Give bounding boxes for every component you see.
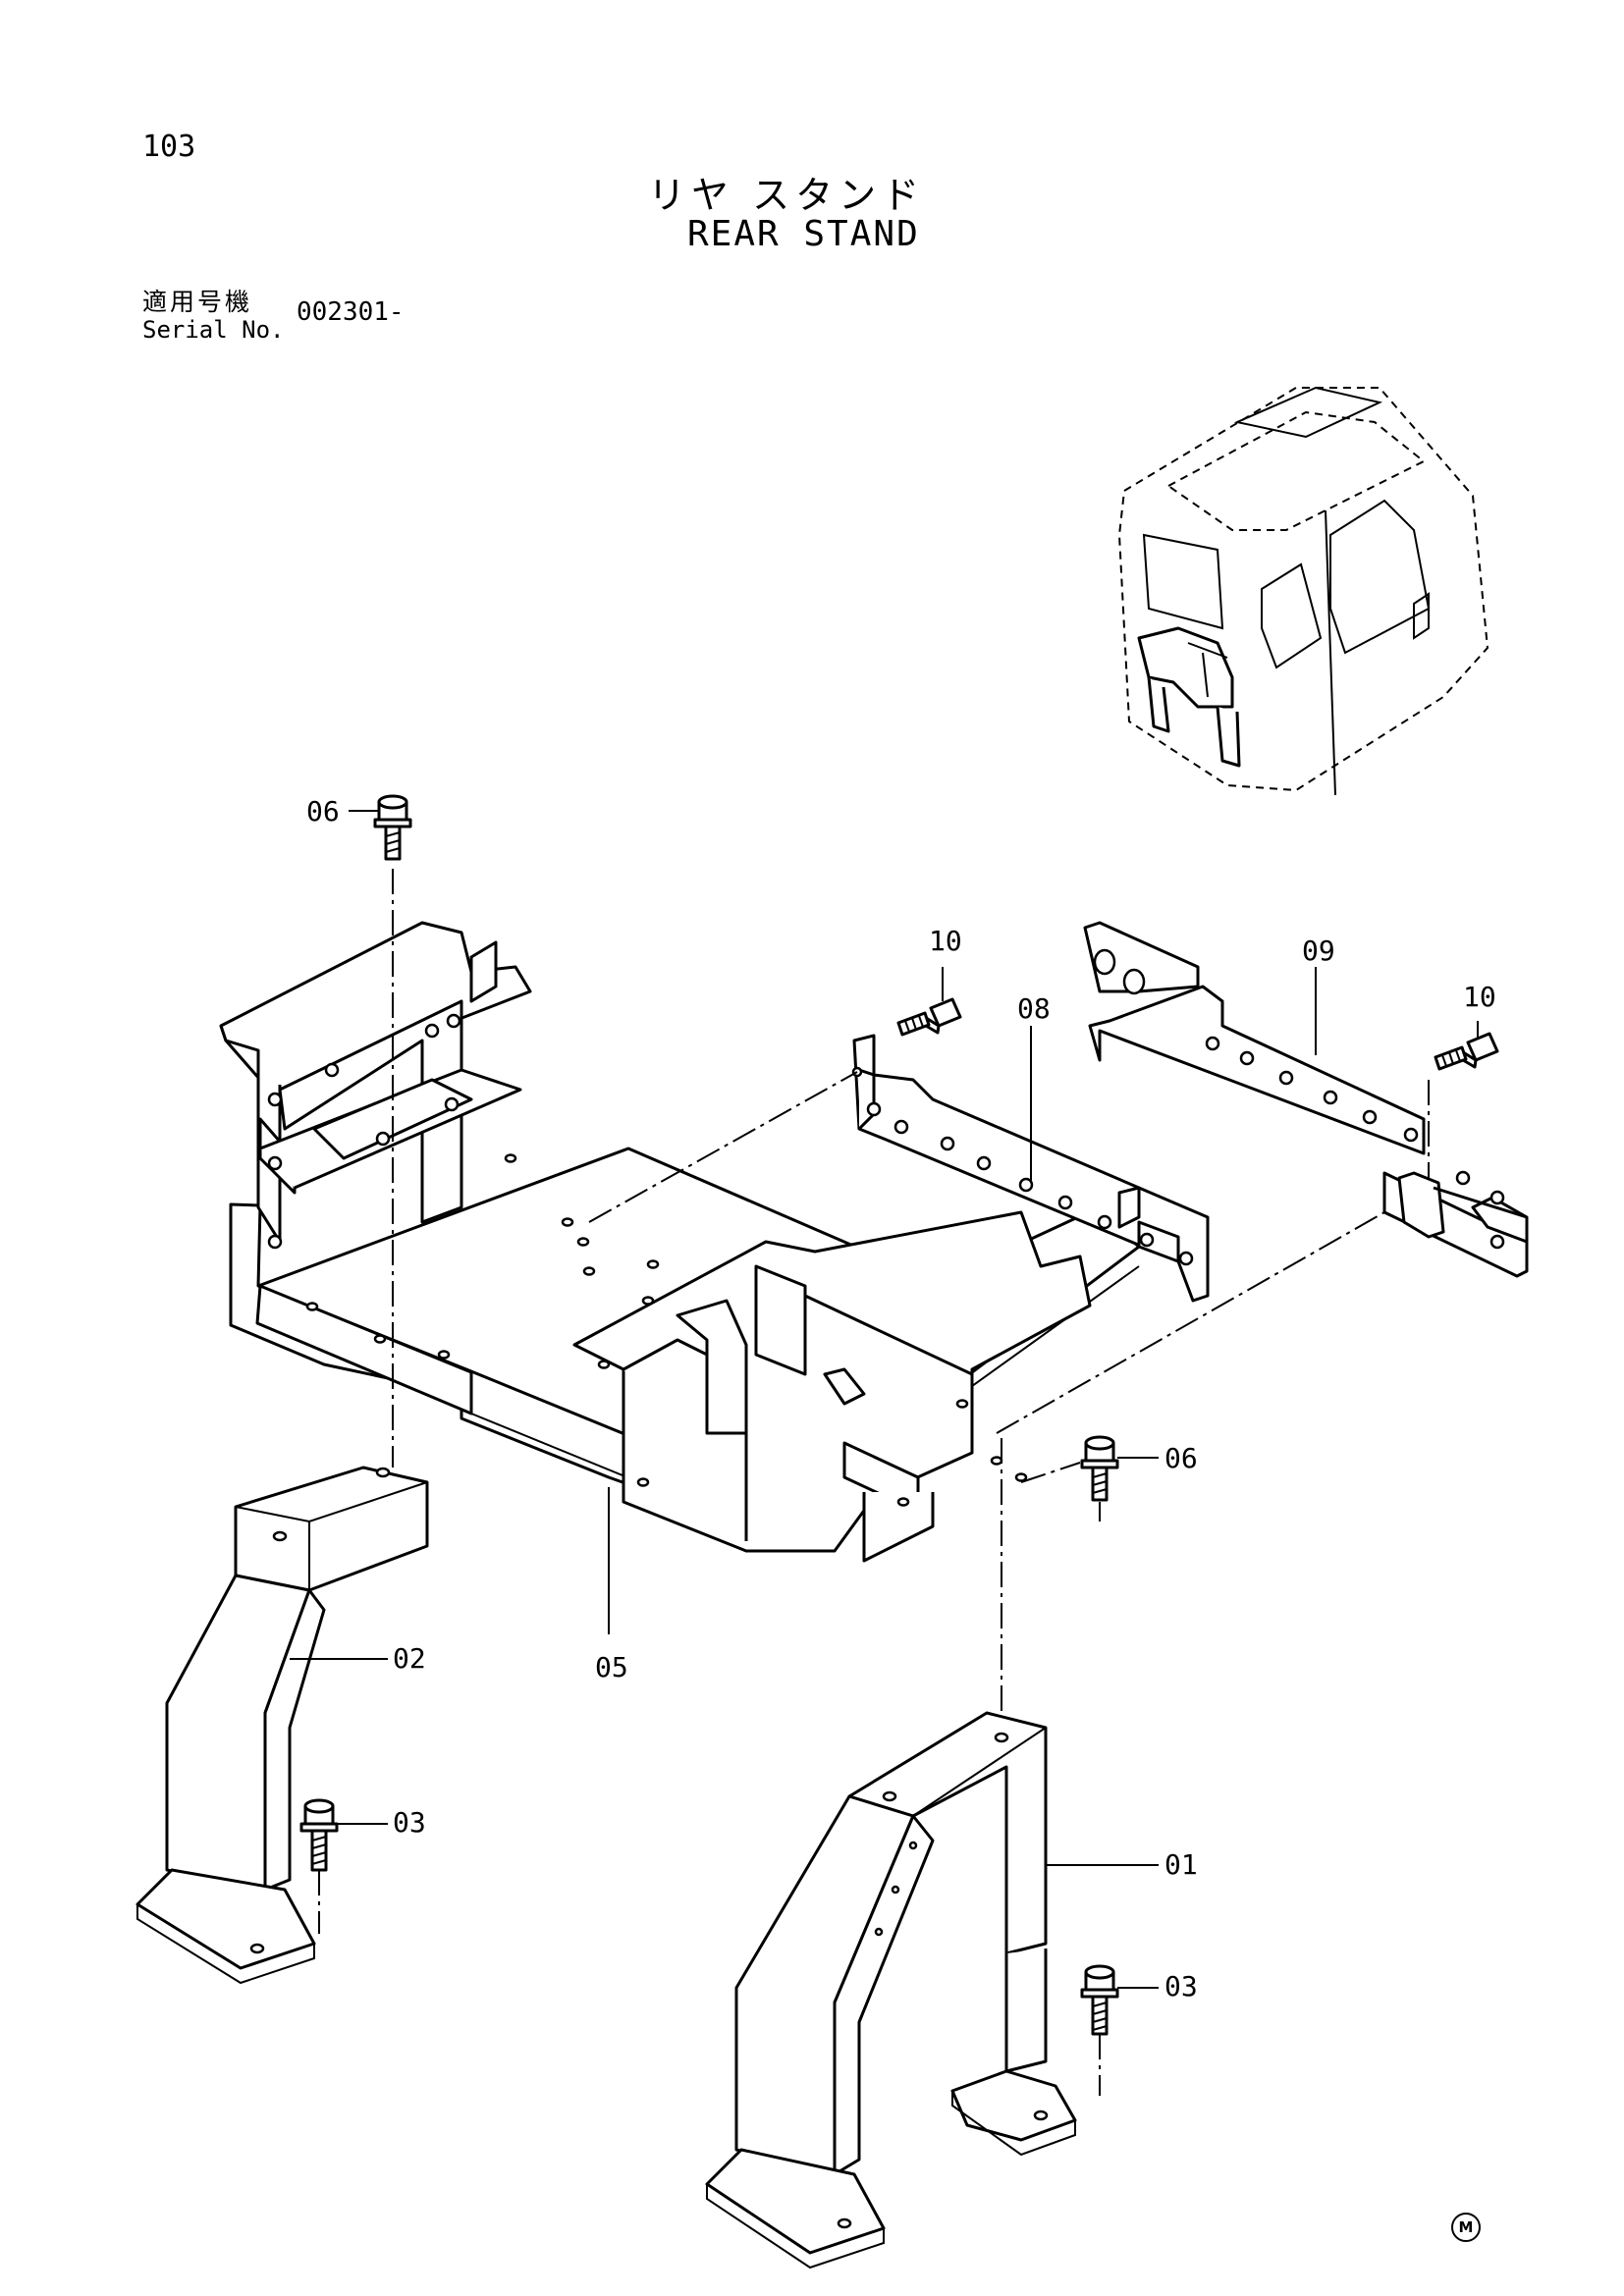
callout-02: 02	[393, 1642, 426, 1675]
part-09-holes	[1205, 1036, 1505, 1250]
callout-01: 01	[1164, 1848, 1198, 1881]
part-05-frame	[219, 921, 1141, 1563]
callout-10-left: 10	[929, 925, 962, 957]
bolt-06-right	[1080, 1435, 1119, 1502]
page-title-japanese: リヤ スタンド	[648, 174, 926, 217]
cab-locator-icon	[1117, 386, 1489, 796]
callout-05: 05	[595, 1651, 628, 1683]
serial-label-japanese: 適用号機	[142, 288, 253, 316]
part-02-left-leg	[135, 1466, 429, 1985]
frame-bolt-holes	[267, 1013, 1028, 1507]
callout-10-right: 10	[1463, 981, 1496, 1013]
bolt-10-left	[896, 997, 962, 1037]
callout-09: 09	[1302, 934, 1335, 967]
callout-03-right: 03	[1164, 1970, 1198, 2002]
bolt-06-top	[373, 794, 412, 861]
callout-06-right: 06	[1164, 1442, 1198, 1474]
part-09-bracket	[1083, 921, 1529, 1278]
callout-08: 08	[1017, 992, 1051, 1025]
leader-lines	[290, 810, 1479, 1989]
assembly-center-lines	[318, 869, 1430, 2096]
serial-label: Serial No.	[142, 316, 285, 344]
bolt-03-right	[1080, 1964, 1119, 2036]
page-title: REAR STAND	[687, 214, 920, 254]
callout-06-top: 06	[306, 795, 340, 828]
bolt-03-left	[299, 1798, 339, 1872]
page-number: 103	[142, 130, 196, 164]
bolt-10-right	[1434, 1032, 1499, 1071]
manufacturer-mark-icon: M	[1451, 2213, 1481, 2242]
callout-03-left: 03	[393, 1806, 426, 1839]
serial-number-range: 002301-	[297, 297, 405, 327]
part-01-right-leg	[705, 1711, 1077, 2269]
